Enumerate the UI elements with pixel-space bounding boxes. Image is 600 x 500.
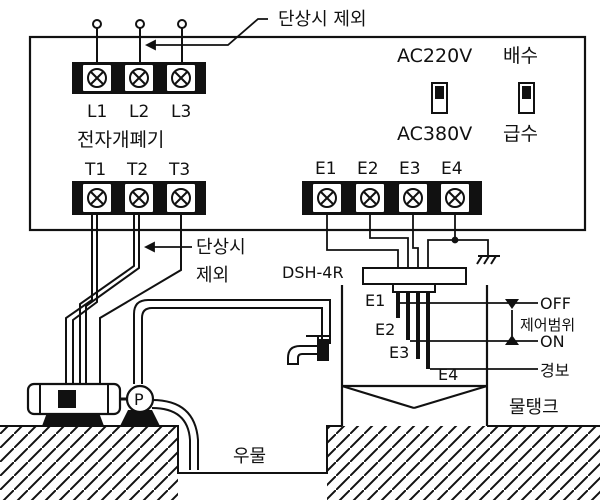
electrode-e4-label: E4 — [441, 159, 463, 179]
probe-e2-label: E2 — [375, 320, 395, 339]
voltage-top-label: AC220V — [397, 45, 472, 67]
pump-label: P — [134, 390, 144, 409]
contactor — [72, 62, 206, 215]
terminal-l1-label: L1 — [87, 102, 107, 122]
model-label: DSH-4R — [282, 263, 344, 282]
electrode-e3-label: E3 — [399, 159, 421, 179]
suction-pipe — [151, 399, 199, 470]
alarm-label: 경보 — [540, 361, 569, 380]
ground-icon — [476, 255, 500, 265]
contactor-label: 전자개폐기 — [77, 129, 164, 151]
phase-loss-mid-label-1: 단상시 — [196, 237, 246, 258]
terminal-t1-label: T1 — [84, 160, 106, 180]
supply-terminals — [92, 19, 187, 62]
probe-e3-label: E3 — [389, 343, 409, 362]
phase-loss-arrow-mid — [143, 241, 192, 253]
control-range-arrows — [505, 299, 519, 345]
phase-loss-top-label: 단상시 제외 — [278, 9, 367, 30]
voltage-switch[interactable] — [431, 82, 448, 114]
mode-bottom-label: 급수 — [503, 123, 538, 145]
voltage-bottom-label: AC380V — [397, 123, 472, 145]
discharge-pipe — [133, 299, 331, 384]
probe-e4-label: E4 — [438, 365, 458, 384]
control-box — [28, 35, 587, 232]
motor — [26, 382, 128, 426]
motor-wires — [65, 213, 182, 384]
terminal-t2-label: T2 — [126, 160, 148, 180]
electrode-wires — [326, 213, 489, 278]
mode-switch[interactable] — [518, 82, 535, 114]
electrode-e2-label: E2 — [357, 159, 379, 179]
ground-hatch — [0, 426, 600, 500]
level-markers — [400, 302, 538, 370]
pump — [120, 384, 160, 426]
electrode-e1-label: E1 — [315, 159, 337, 179]
phase-loss-arrow-top — [144, 18, 268, 51]
faucet-icon — [287, 335, 330, 365]
terminal-l2-label: L2 — [129, 102, 149, 122]
control-range-label: 제어범위 — [520, 316, 575, 334]
on-label: ON — [540, 332, 565, 351]
well-label: 우물 — [233, 446, 266, 467]
water-tank — [340, 285, 489, 426]
electrode-terminal-block — [302, 181, 482, 215]
water-tank-label: 물탱크 — [509, 397, 559, 418]
terminal-l3-label: L3 — [171, 102, 191, 122]
terminal-t3-label: T3 — [168, 160, 190, 180]
ground-under-tank — [342, 426, 487, 500]
off-label: OFF — [540, 294, 571, 313]
mode-top-label: 배수 — [503, 45, 538, 67]
probe-e1-label: E1 — [365, 291, 385, 310]
electrode-holder — [362, 267, 467, 369]
phase-loss-mid-label-2: 제외 — [196, 265, 229, 286]
